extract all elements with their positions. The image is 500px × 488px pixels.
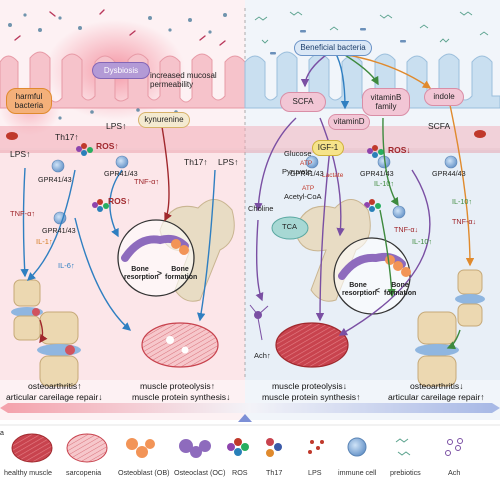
lps-label: LPS↑ <box>10 149 31 159</box>
il10-label: IL-10↑ <box>412 237 432 246</box>
legend-icons <box>11 433 463 463</box>
tnf-label: TNF-α↑ <box>134 177 160 186</box>
beneficial-bacteria-label: Beneficial bacteria <box>294 40 372 56</box>
gpr-label: GPR44/43 <box>432 169 466 178</box>
acetyl-coa-label: Acetyl-CoA <box>284 192 322 201</box>
permeability-label: increased mucosal permeability <box>150 71 217 89</box>
choline-label: Choline <box>248 204 274 213</box>
knee-right <box>455 269 485 327</box>
outcome-proteolysis-left: muscle proteolysis↑ <box>140 381 215 391</box>
lactate-label: Lactate <box>322 172 344 179</box>
dysbiosis-label: Dysbiosis <box>92 62 150 79</box>
th17-label: Th17↑ <box>184 157 208 167</box>
ros-cluster <box>76 143 384 212</box>
outcome-proteolysis-right: muscle proteolysis↓ <box>272 381 347 391</box>
legend-marker: a <box>0 430 4 437</box>
igf1-label: IGF-1 <box>312 140 344 156</box>
outcome-osteoarthritis-right: osteoarthritis↓ <box>410 381 464 391</box>
th17-label: Th17↑ <box>55 132 79 142</box>
bone-comparison-sign: > <box>157 268 162 278</box>
bone-resorption-label: Bone resorption <box>124 266 159 281</box>
neuron <box>249 304 269 341</box>
il6-label: IL-6↑ <box>58 261 75 270</box>
glucose-label: Glucose <box>284 149 312 158</box>
tnf-label: TNF-α↓ <box>452 217 477 226</box>
muscle-left <box>141 322 219 368</box>
lps-label: LPS↑ <box>218 157 239 167</box>
epithelium-left <box>0 126 245 148</box>
tca-label: TCA <box>282 222 297 231</box>
legend-ach: Ach <box>448 468 461 477</box>
gpr-label: GPR41/43 <box>38 175 72 184</box>
kynurenine-label: kynurenine <box>138 112 190 128</box>
tnf-label: TNF-α↓ <box>394 225 419 234</box>
ros-label: ROS↑ <box>96 141 119 151</box>
legend-prebiotics: prebiotics <box>390 468 421 477</box>
legend-osteoblast: Osteoblast (OB) <box>118 468 170 477</box>
legend-th17: Th17 <box>266 468 283 477</box>
outcome-cartilage-right: articular careilage repair↑ <box>388 392 485 402</box>
bone-formation-label: Bone formation <box>165 266 198 281</box>
il1-label: IL-1↑ <box>36 237 53 246</box>
lps-label: LPS↑ <box>106 121 127 131</box>
legend-sarcopenia: sarcopenia <box>66 468 102 477</box>
legend-healthy-muscle: healthy muscle <box>4 468 52 477</box>
ach-label: Ach↑ <box>254 351 271 360</box>
legend-ros: ROS <box>232 468 248 477</box>
il10-label: IL-10↑ <box>374 179 394 188</box>
scfa-label: SCFA <box>280 92 326 112</box>
knee-left-large <box>37 311 81 387</box>
ros-label: ROS↓ <box>388 145 411 155</box>
il10-label: IL-10↑ <box>452 197 472 206</box>
muscle-right <box>275 322 349 368</box>
knee-right-large <box>415 311 459 387</box>
bottom-gradient-bar <box>8 403 492 413</box>
bone-formation-label: Bone formation <box>384 282 417 297</box>
gpr-label: GPR41/43 <box>360 169 394 178</box>
gpr-label: GPR41/43 <box>290 169 324 178</box>
epithelium-right <box>245 126 500 148</box>
pyruvate-label: Pyruvate <box>282 167 312 176</box>
vitamin-d-label: vitaminD <box>328 114 370 130</box>
legend-immune-cell: immune cell <box>338 468 377 477</box>
immune-cell <box>51 155 458 225</box>
gpr-label: GPR41/43 <box>104 169 138 178</box>
legend-osteoclast: Osteoclast (OC) <box>174 468 226 477</box>
outcome-synthesis-left: muscle protein synthesis↓ <box>132 392 231 402</box>
knee-left <box>11 279 43 341</box>
indole-label: indole <box>424 88 464 106</box>
vitamin-b-label: vitaminB family <box>362 88 410 116</box>
mitochondrion <box>271 216 309 240</box>
outcome-osteoarthritis-left: osteoarthritis↑ <box>28 381 82 391</box>
bone-left <box>117 199 235 302</box>
scfa-label: SCFA <box>428 121 451 131</box>
ros-label: ROS↑ <box>108 196 131 206</box>
bone-resorption-label: Bone resorption <box>342 282 377 297</box>
atp-label: ATP <box>300 160 313 167</box>
legend-lps: LPS <box>308 468 322 477</box>
outcome-synthesis-right: muscle protein synthesis↑ <box>262 392 361 402</box>
harmful-bacteria-label: harmful bacteria <box>6 88 52 114</box>
atp-label: ATP <box>302 185 315 192</box>
outcome-cartilage-left: articular careilage repair↓ <box>6 392 103 402</box>
bone-comparison-sign: < <box>375 285 380 295</box>
tnf-label: TNF-α↑ <box>10 209 36 218</box>
gpr-label: GPR41/43 <box>42 226 76 235</box>
